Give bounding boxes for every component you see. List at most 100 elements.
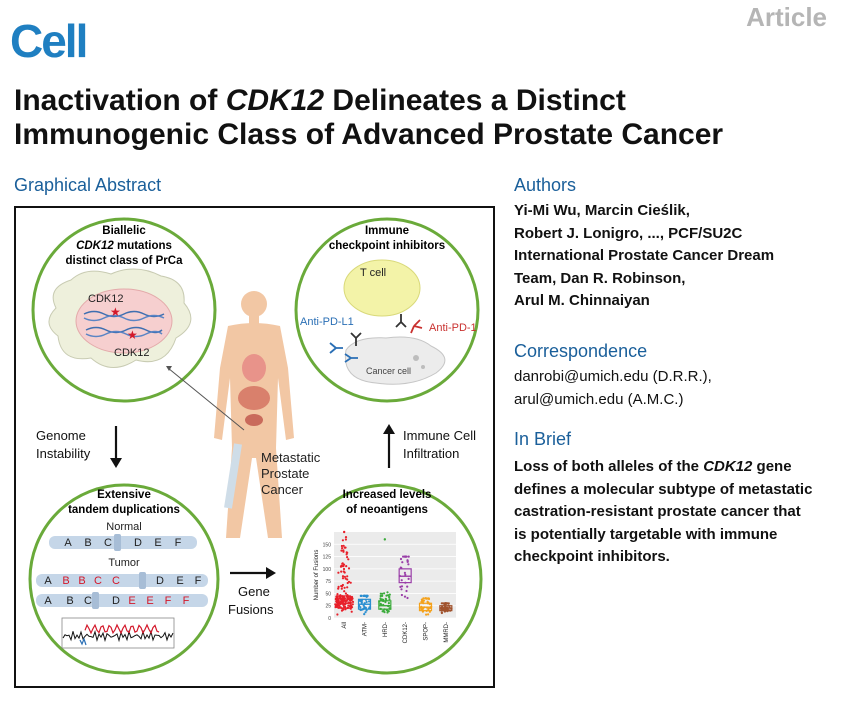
email-link[interactable]: danrobi@umich.edu (D.R.R.), [514,368,712,385]
chart-point [340,549,343,552]
panel-title-line: Immune [365,225,409,237]
chart-point [360,594,363,597]
chart-point [365,609,368,612]
chart-box [378,600,392,610]
chart-point [349,581,352,584]
chart-point [346,581,349,585]
chart-point [346,575,349,578]
chart-point [350,599,353,602]
in-brief-heading: In Brief [514,429,572,449]
panel-immune-checkpoint: Immune checkpoint inhibitors T cell Canc… [294,217,480,403]
chart-point [334,598,337,601]
chromosome-segment-letter: B [84,537,91,549]
chromosome-segment-letter: F [195,575,202,587]
chart-point [341,575,345,578]
chart-category-label: All [342,622,348,629]
chart-point [388,598,391,601]
gene-label: CDK12 [114,347,149,359]
chart-point [342,570,345,573]
chart-point [427,607,430,610]
chart-point [351,600,355,603]
t-cell-shape [343,259,421,317]
chart-point [336,593,339,596]
chromosome-segment-letter: E [154,537,161,549]
metastatic-label: Metastatic [261,450,321,465]
brief-line: castration-resistant prostate cancer tha… [514,503,801,520]
correspondence-list: danrobi@umich.edu (D.R.R.), arul@umich.e… [514,366,834,411]
chart-point [345,599,348,602]
chart-point [407,577,410,580]
gene-fusions-label: Fusions [228,602,274,617]
chart-point [343,590,346,593]
chart-point [342,544,345,547]
chart-point [422,597,425,600]
chart-point [336,613,339,616]
chart-point [341,562,344,565]
chromosome-segment-letter: D [156,575,164,587]
chromosome-segment-letter: B [62,575,69,587]
chart-point [384,597,387,600]
metastatic-label: Cancer [261,482,304,497]
chart-point [346,556,349,559]
chart-tick-label: 75 [325,579,331,585]
chart-point [346,597,349,600]
chart-point [403,571,406,574]
chromosome-segment-letter: A [44,595,52,607]
chart-category-label: MMRD- [444,622,450,643]
chart-tick-label: 0 [328,616,331,622]
chart-point [422,599,425,602]
brief-line: is potentially targetable with immune [514,525,778,543]
panel-title-line: Extensive [97,489,151,501]
in-brief-text: Loss of both alleles of the CDK12 gene d… [514,456,832,569]
chart-point [401,561,404,564]
title-line-2: Immunogenic Class of Advanced Prostate C… [14,118,724,151]
t-cell-label: T cell [360,267,386,279]
chart-point [384,600,387,604]
panel-biallelic-mutations: Biallelic CDK12 mutations distinct class… [31,217,217,403]
chromosome-segment-letter: B [78,575,85,587]
chart-point [424,597,427,600]
chart-point [342,564,345,568]
chromosome-segment-letter: E [128,595,135,607]
cancer-cell-label: Cancer cell [366,366,411,376]
chromosome-segment-letter: D [134,537,142,549]
chart-point [400,593,403,597]
chromosome-segment-letter: F [175,537,182,549]
email-link[interactable]: arul@umich.edu (A.M.C.) [514,390,684,408]
chart-point [346,586,349,589]
chromosome-segment-letter: C [112,575,120,587]
chart-point [342,567,346,571]
title-gene: CDK12 [225,84,325,117]
chart-point [399,557,403,561]
graphical-abstract-figure: Biallelic CDK12 mutations distinct class… [14,206,495,688]
chart-point [350,610,353,613]
chart-point [406,585,409,588]
chart-point [339,565,343,568]
chart-point [334,603,337,606]
chart-point [337,585,340,588]
panel-title-line: tandem duplications [68,504,180,516]
chart-point [344,592,347,595]
chromosome-segment-letter: C [94,575,102,587]
chart-point [387,602,390,605]
author-line: Robert J. Lonigro, ..., PCF/SU2C [514,224,743,242]
chart-point [345,565,348,568]
chart-category-label: ATM- [363,622,369,636]
chart-category-label: SPOP- [424,622,430,641]
chart-point [440,611,443,615]
chart-point [363,594,366,598]
title-line-1: Inactivation of CDK12 Delineates a Disti… [14,84,723,118]
panel-title-line: Biallelic [102,225,146,237]
chart-point [337,587,340,590]
chart-point [447,602,450,605]
pd1-receptor-icon [395,314,407,328]
chart-point [344,538,347,541]
chart-point [343,605,346,609]
chart-category-label: CDK12- [403,622,409,643]
chart-plot-area [334,532,456,618]
anti-pdl1-label: Anti-PD-L1 [300,316,354,328]
chart-point [444,602,448,605]
gene-fusions-label: Gene [238,584,270,599]
chart-point [388,593,391,596]
